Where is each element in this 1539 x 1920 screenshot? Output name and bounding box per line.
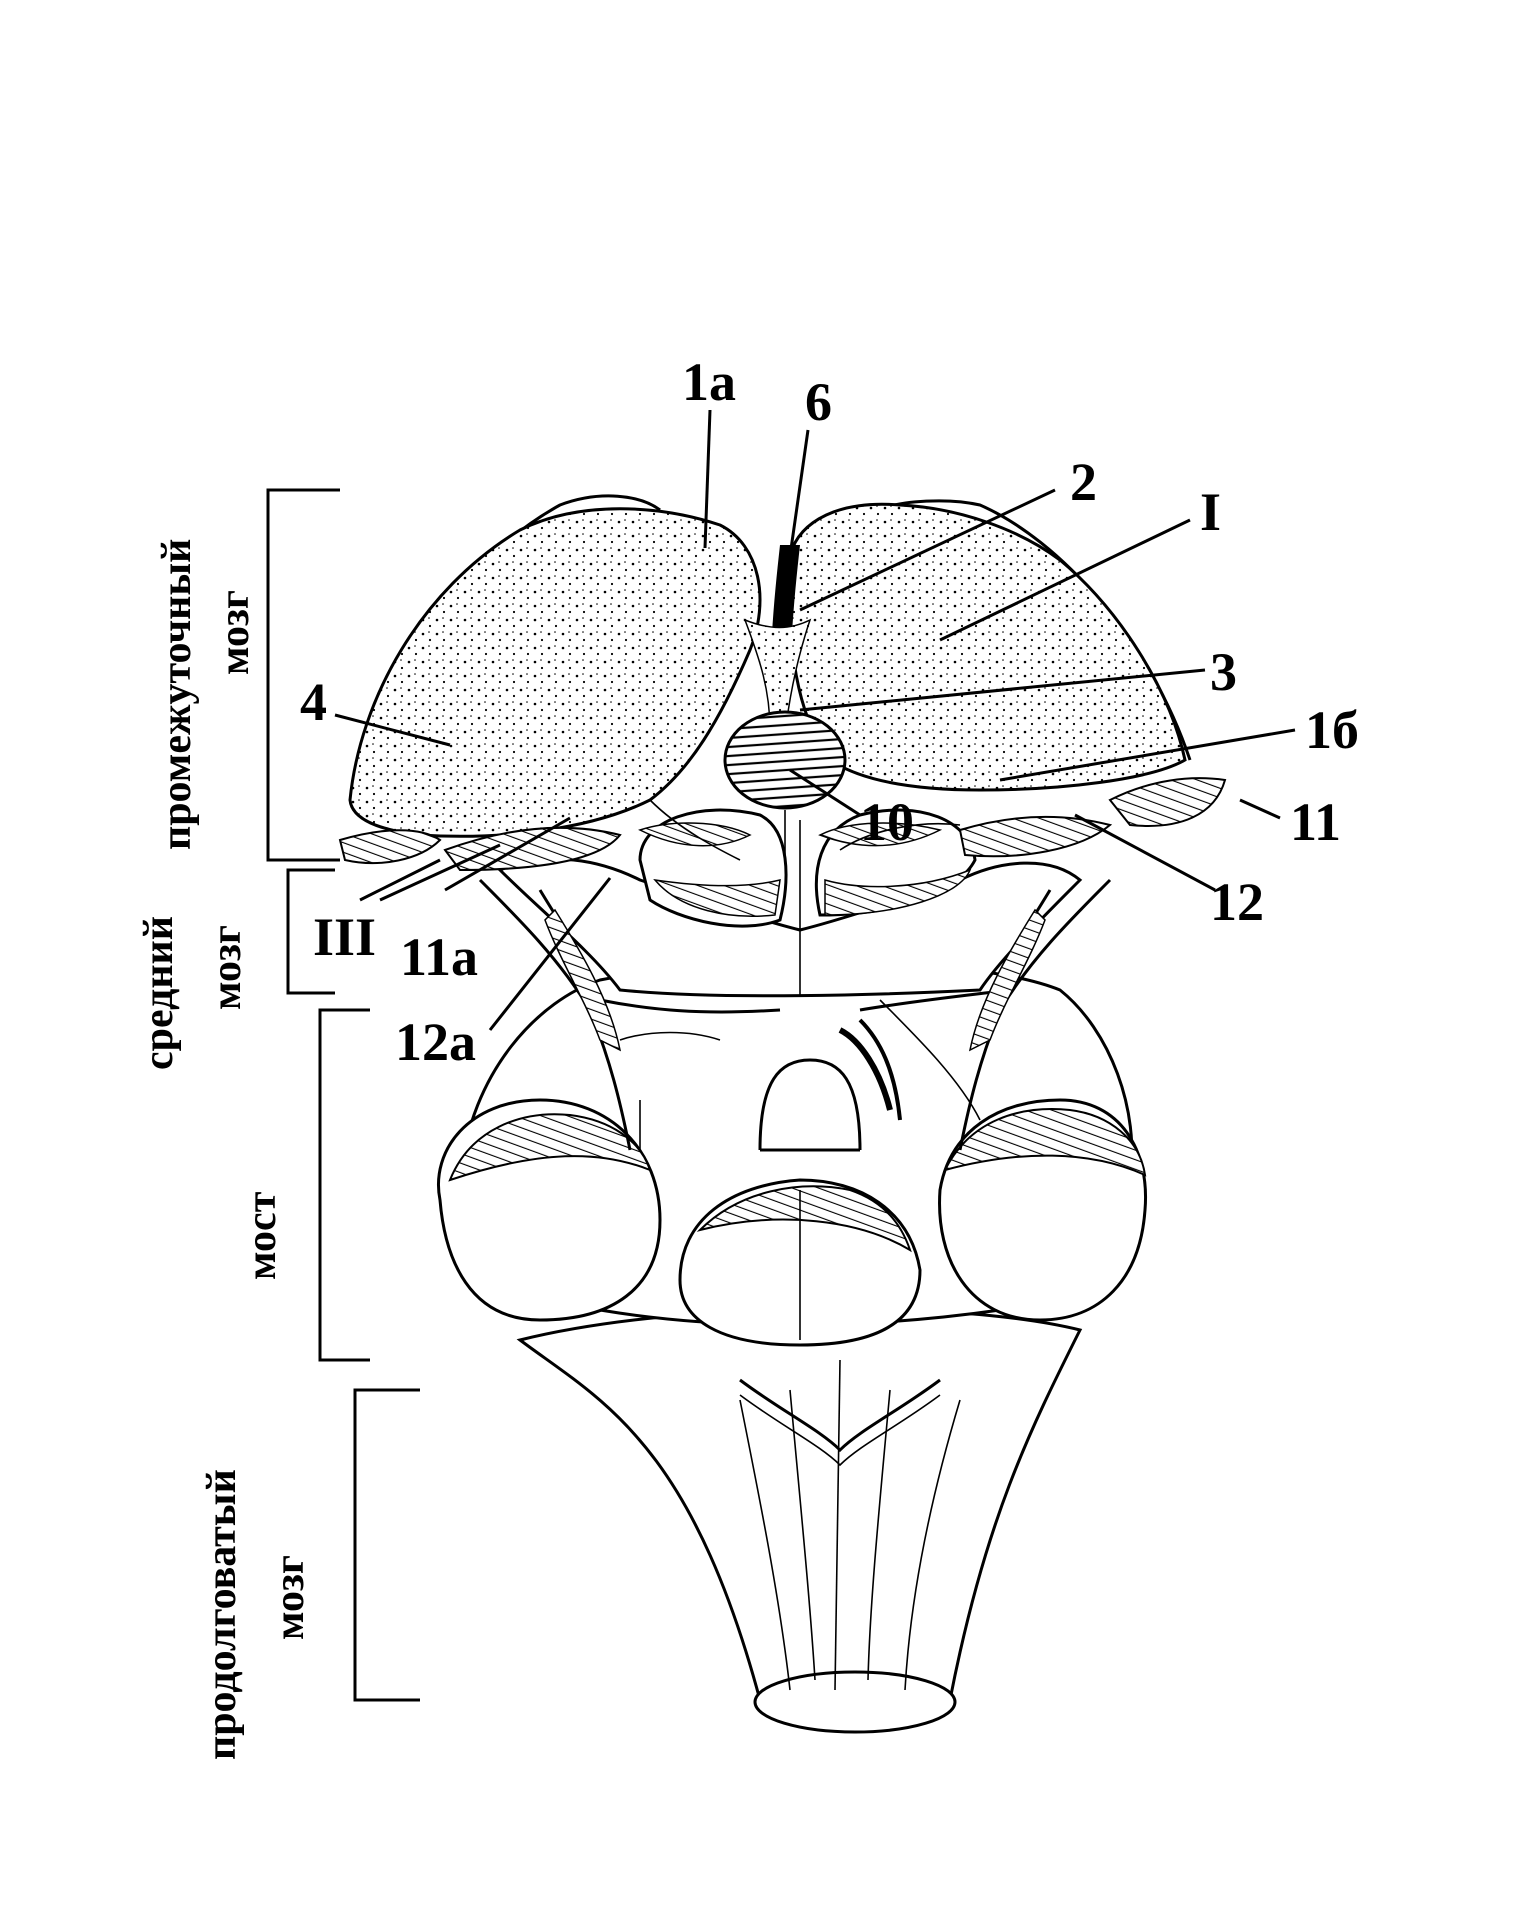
leader-1b — [999, 728, 1296, 782]
diencephalon — [338, 494, 1227, 872]
leader-lines — [334, 409, 1296, 1031]
label-11: 11 — [1290, 792, 1341, 852]
section-midbrain-line2: мозг — [204, 925, 250, 1010]
label-12a: 12а — [395, 1012, 476, 1072]
leader-11 — [1239, 798, 1281, 820]
section-midbrain-line1: средний — [136, 916, 182, 1070]
bracket-medulla — [353, 1388, 420, 1702]
section-medulla-line2: мозг — [267, 1555, 313, 1640]
section-labels: промежуточный мозг средний мозг мост про… — [136, 539, 313, 1760]
medulla-oblongata — [516, 1307, 1083, 1734]
bracket-pons — [318, 1008, 370, 1362]
label-III: III — [313, 907, 376, 967]
label-1a: 1а — [682, 352, 736, 412]
leader-12a — [488, 877, 612, 1031]
label-2: 2 — [1070, 452, 1097, 512]
leader-3 — [799, 668, 1206, 712]
label-12: 12 — [1210, 872, 1264, 932]
section-brackets — [266, 488, 420, 1702]
label-11a: 11а — [400, 927, 478, 987]
section-pons: мост — [239, 1191, 285, 1280]
leader-2 — [799, 488, 1056, 612]
part-labels: 1а 6 2 I 3 4 1б 10 11 12 III 11а 12а — [300, 352, 1359, 1072]
label-3: 3 — [1210, 642, 1237, 702]
leader-III-a — [359, 858, 441, 902]
leader-III-b — [379, 843, 501, 902]
leader-1a — [703, 409, 712, 549]
leader-4 — [334, 713, 451, 747]
leader-10 — [789, 768, 861, 817]
label-6: 6 — [805, 372, 832, 432]
label-10: 10 — [860, 792, 914, 852]
leader-12 — [1074, 813, 1216, 892]
label-I: I — [1200, 482, 1221, 542]
leader-6 — [786, 429, 810, 571]
bracket-midbrain — [286, 868, 335, 995]
bracket-diencephalon — [266, 488, 340, 862]
section-diencephalon-line2: мозг — [212, 590, 258, 675]
leader-11a — [444, 816, 571, 892]
section-diencephalon-line1: промежуточный — [154, 539, 200, 850]
label-4: 4 — [300, 672, 327, 732]
leader-I — [939, 518, 1191, 642]
section-medulla-line1: продолговатый — [199, 1469, 245, 1760]
pons — [437, 961, 1148, 1347]
label-1b: 1б — [1305, 700, 1359, 760]
